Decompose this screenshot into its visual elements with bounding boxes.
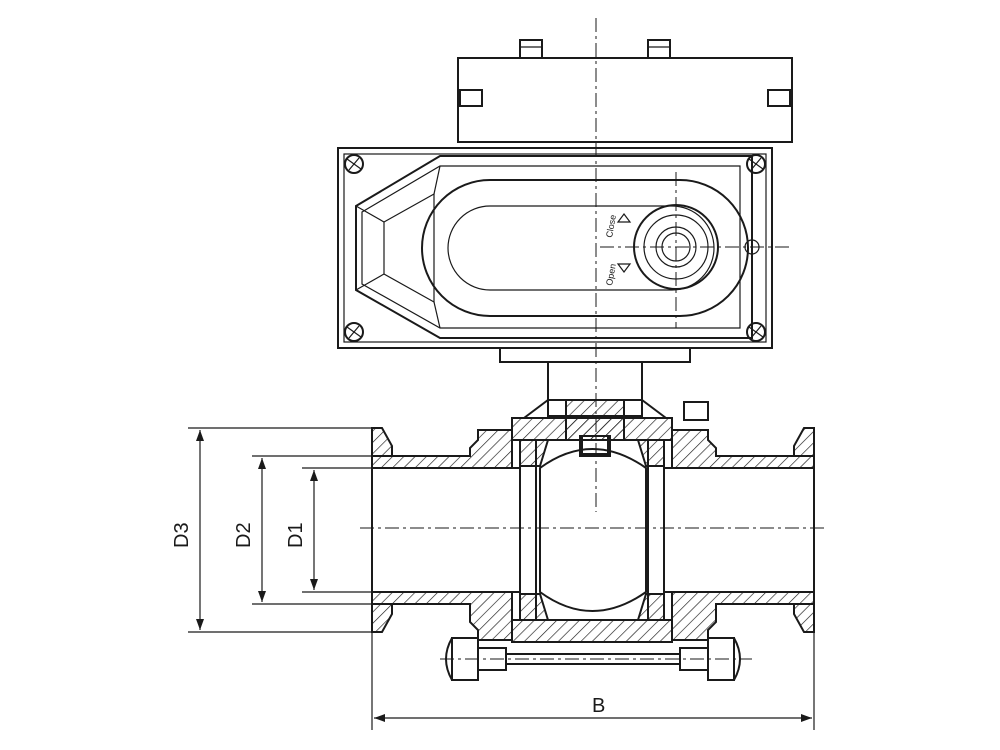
dimension-d2: D2 xyxy=(233,455,392,605)
ball-seats xyxy=(519,439,665,621)
ball xyxy=(539,435,647,612)
direction-label-close: Close xyxy=(604,214,618,238)
screw-icon xyxy=(344,154,364,174)
screw-icon xyxy=(344,322,364,342)
direction-label-open: Open xyxy=(604,263,618,286)
center-body xyxy=(511,401,709,643)
dimension-b: B xyxy=(371,632,815,730)
center-lines xyxy=(360,18,826,660)
dimension-d1: D1 xyxy=(285,467,372,593)
top-mounting-lugs xyxy=(459,39,791,107)
actuator-top-cover xyxy=(457,57,793,143)
direction-marking: Close Open xyxy=(604,213,632,286)
bore xyxy=(372,467,814,593)
dimension-d3: D3 xyxy=(171,427,372,633)
tube-walls xyxy=(371,429,815,641)
dimension-label-b: B xyxy=(592,695,605,717)
screw-icon xyxy=(746,322,766,342)
actuator-housing xyxy=(337,147,773,349)
dimension-label-d2: D2 xyxy=(233,522,255,548)
screw-icon xyxy=(746,154,766,174)
dimension-label-d1: D1 xyxy=(285,522,307,548)
dimension-label-d3: D3 xyxy=(171,522,193,548)
